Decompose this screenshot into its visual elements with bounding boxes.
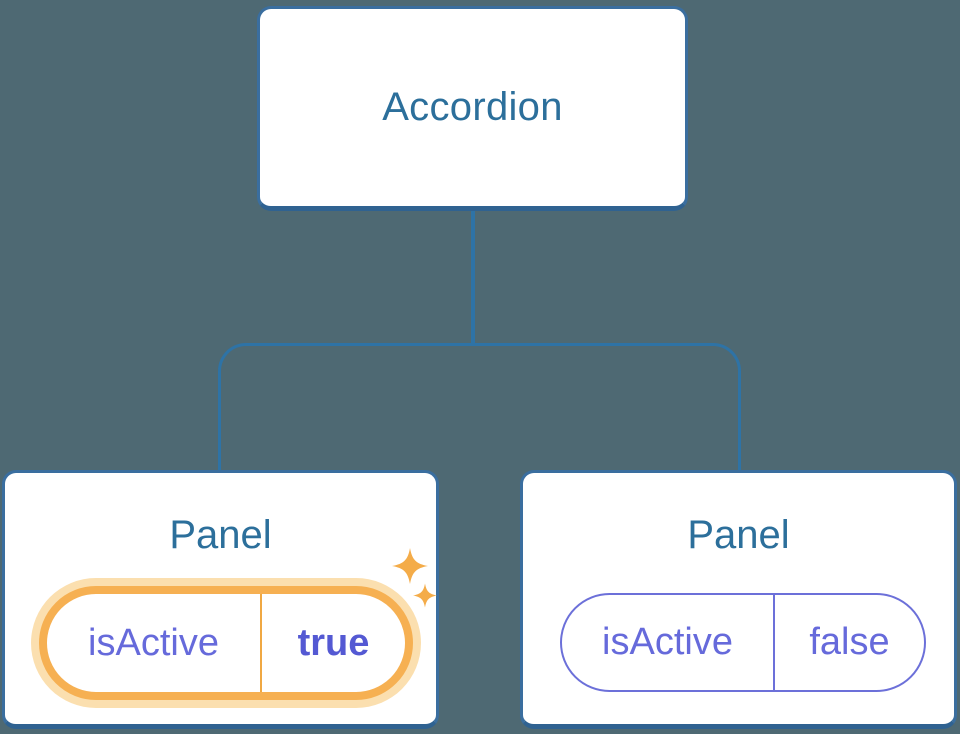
- state-pill-inactive: isActive false: [560, 593, 926, 692]
- state-pill-active: isActive true: [39, 586, 413, 700]
- state-value-label: true: [297, 621, 370, 664]
- state-key-label: isActive: [88, 621, 219, 664]
- panel-node-active: Panel isActive true: [2, 470, 439, 729]
- state-key-label: isActive: [602, 621, 733, 663]
- sparkle-icon: [413, 583, 437, 608]
- accordion-node: Accordion: [257, 6, 688, 211]
- accordion-label: Accordion: [382, 85, 563, 129]
- sparkle-icon: [392, 548, 428, 584]
- panel-label: Panel: [169, 513, 272, 557]
- pill-divider: [773, 595, 775, 690]
- panel-node-inactive: Panel isActive false: [520, 470, 957, 729]
- state-value-label: false: [809, 621, 890, 663]
- pill-divider: [260, 594, 262, 692]
- panel-label: Panel: [687, 513, 790, 557]
- tree-connector-bracket: [218, 343, 741, 470]
- tree-connector-stem: [471, 211, 475, 345]
